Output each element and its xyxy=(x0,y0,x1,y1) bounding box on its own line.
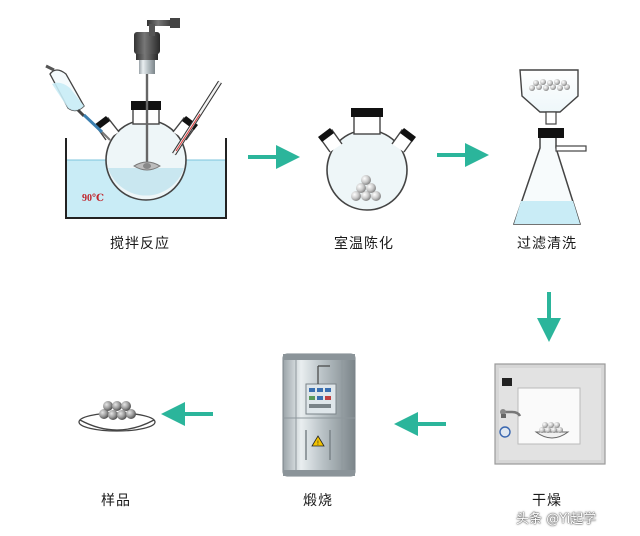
stirrer-motor xyxy=(134,32,160,54)
thermometer xyxy=(172,80,222,156)
step-label-calcination: 煅烧 xyxy=(303,493,333,509)
step-label-stir-reaction: 搅拌反应 xyxy=(110,236,170,252)
filtration-apparatus xyxy=(512,69,587,225)
buchner-funnel xyxy=(519,69,579,113)
sample-dish xyxy=(78,401,156,432)
flow-arrows xyxy=(161,143,561,436)
warning-sign xyxy=(311,435,325,447)
step-label-drying: 干燥 xyxy=(532,493,562,509)
reaction-temperature: 90℃ xyxy=(82,193,104,204)
separatory-funnel xyxy=(45,64,111,141)
filter-cake xyxy=(529,79,570,91)
aging-flask-apparatus xyxy=(318,108,416,211)
stir-reaction-apparatus xyxy=(45,18,227,219)
oven-display xyxy=(502,378,512,386)
sample-particles xyxy=(99,401,136,420)
svg-text:!: ! xyxy=(317,440,319,447)
calcination-furnace: ! xyxy=(282,353,356,477)
precipitate-particles xyxy=(351,175,381,201)
oven-gauge xyxy=(499,426,511,438)
watermark: 头条 @Yi起学 xyxy=(516,512,597,527)
step-label-sample: 样品 xyxy=(101,493,131,509)
step-label-filter-wash: 过滤清洗 xyxy=(517,236,577,252)
step-label-room-temp-aging: 室温陈化 xyxy=(334,236,394,252)
drying-oven xyxy=(494,363,606,465)
